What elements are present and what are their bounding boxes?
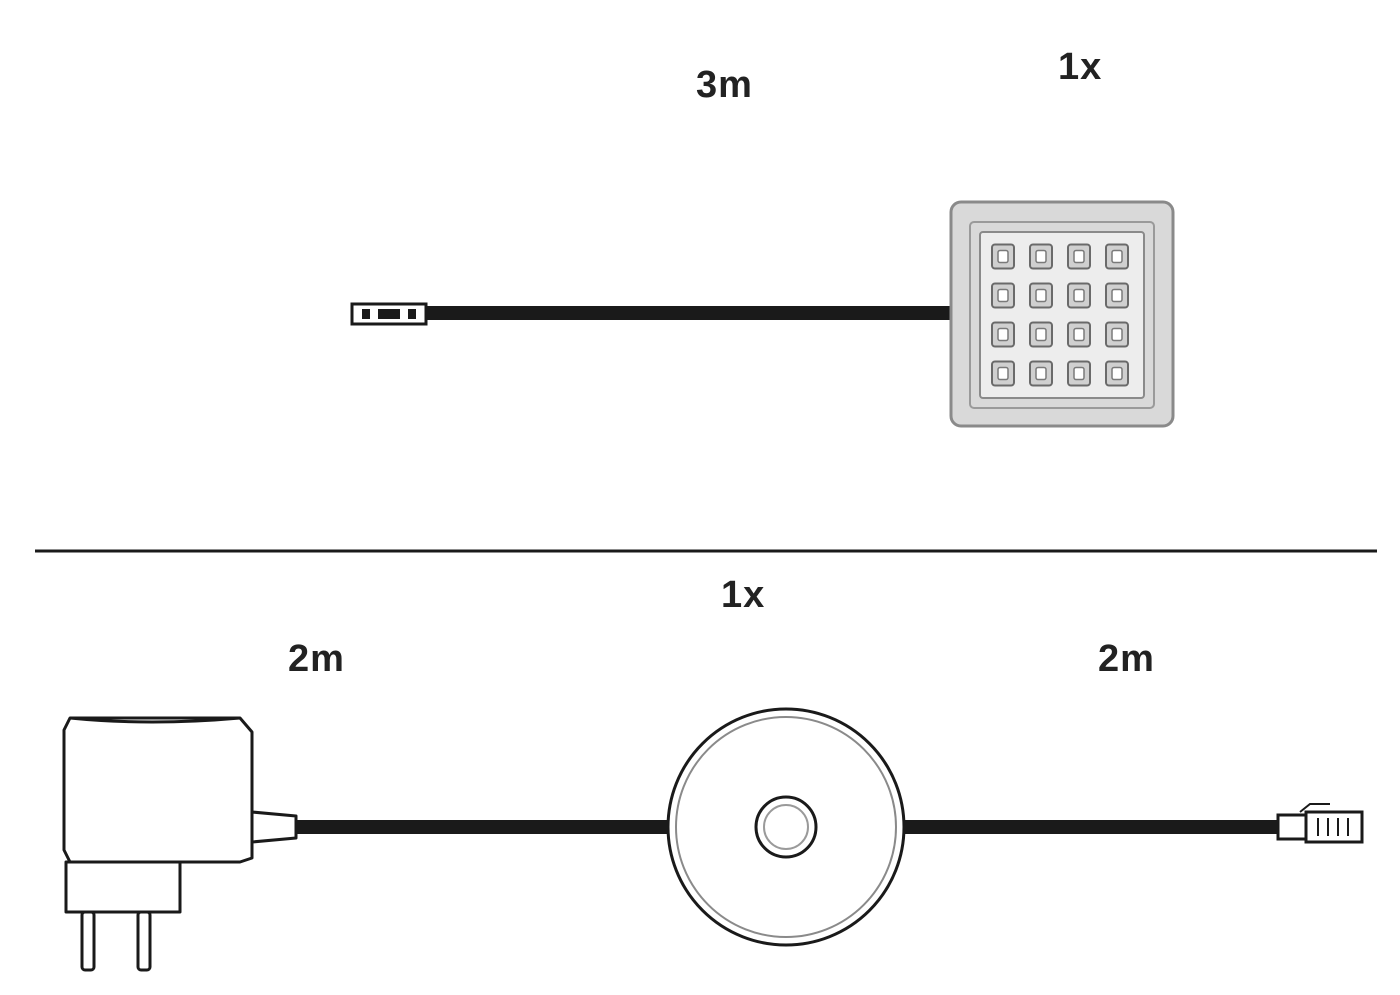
top-cable-length-label: 3m <box>696 64 753 106</box>
touch-switch-icon <box>666 707 906 947</box>
led-chip-lens <box>1073 249 1085 264</box>
led-panel <box>949 200 1175 428</box>
led-chip-lens <box>997 327 1009 342</box>
led-chip-lens <box>1073 288 1085 303</box>
led-grid <box>991 243 1129 387</box>
top-cable <box>425 306 953 320</box>
bottom-quantity-label: 1x <box>721 574 766 616</box>
top-quantity-label: 1x <box>1058 46 1103 88</box>
power-adapter-icon <box>62 716 298 972</box>
led-chip-lens <box>1035 249 1047 264</box>
led-chip-lens <box>1035 327 1047 342</box>
led-chip-lens <box>1035 366 1047 381</box>
led-chip-lens <box>997 288 1009 303</box>
led-chip-lens <box>1035 288 1047 303</box>
bottom-left-cable-length-label: 2m <box>288 638 345 680</box>
led-chip-lens <box>1073 327 1085 342</box>
mini-connector-plug <box>350 302 428 326</box>
bottom-cable-left <box>296 820 670 834</box>
led-chip-lens <box>1111 327 1123 342</box>
led-chip-lens <box>1073 366 1085 381</box>
led-chip-lens <box>1111 366 1123 381</box>
led-chip-lens <box>1111 249 1123 264</box>
end-connector-plug <box>1276 803 1364 844</box>
bottom-cable-right <box>902 820 1280 834</box>
bottom-kit <box>62 707 1364 972</box>
led-chip-lens <box>997 366 1009 381</box>
led-chip-lens <box>997 249 1009 264</box>
bottom-right-cable-length-label: 2m <box>1098 638 1155 680</box>
top-kit <box>350 200 1175 428</box>
led-chip-lens <box>1111 288 1123 303</box>
